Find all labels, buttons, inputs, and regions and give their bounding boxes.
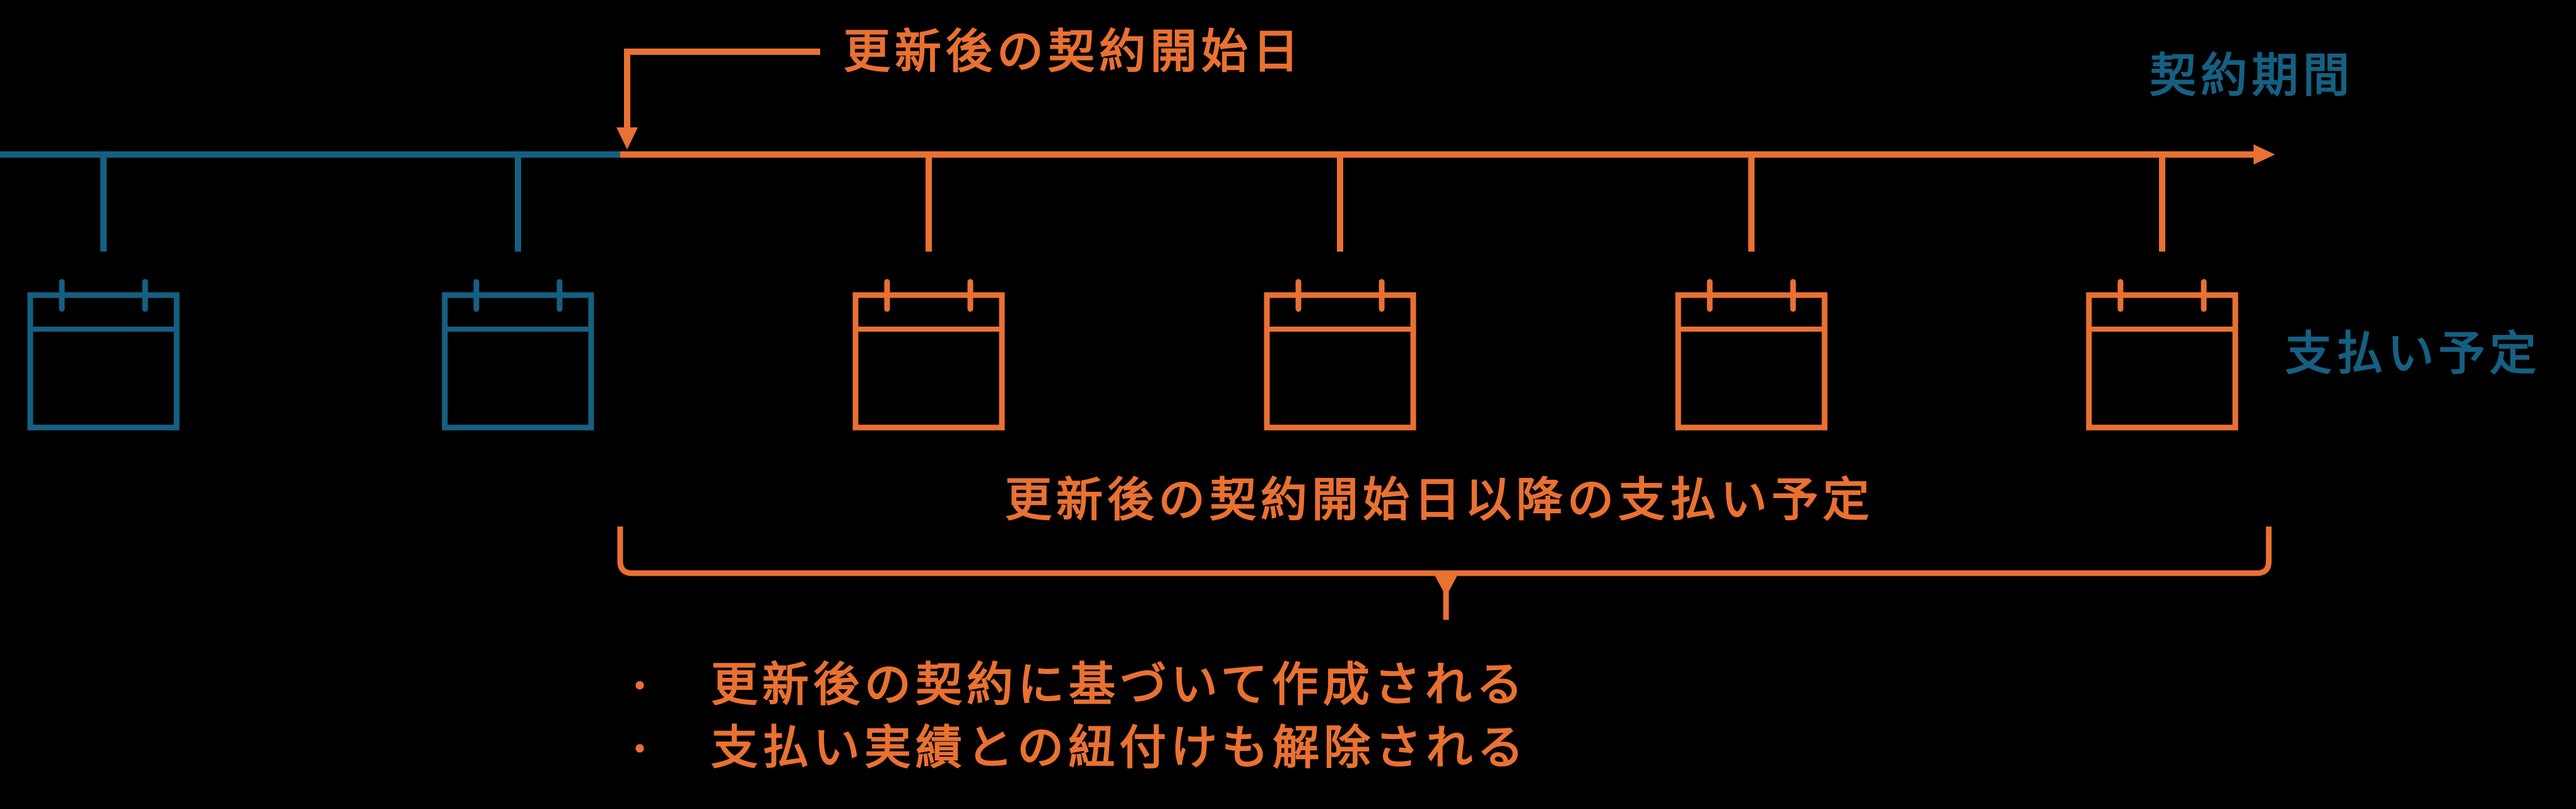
payment-ticks <box>100 158 2165 252</box>
calendar-icon <box>852 279 1005 431</box>
calendar-icon <box>442 279 594 431</box>
calendar-icon <box>1675 279 1828 431</box>
calendar-body <box>2086 292 2238 431</box>
post-renewal-payments-label: 更新後の契約開始日以降の支払い予定 <box>1005 474 1874 526</box>
calendar-body <box>852 292 1005 431</box>
calendar-body <box>442 292 594 431</box>
renewal-start-label: 更新後の契約開始日 <box>844 25 1303 78</box>
contract-period-label: 契約期間 <box>2150 49 2354 102</box>
calendar-icon <box>27 279 180 431</box>
timeline-arrowhead-icon <box>2254 144 2275 165</box>
calendar-body <box>1264 292 1416 431</box>
renewal-elbow-connector <box>624 49 820 129</box>
bullet-marker-icon: • <box>635 731 645 764</box>
range-brace <box>617 527 2272 576</box>
calendar-body <box>1675 292 1828 431</box>
bullet-item: • 支払い実績との紐付けも解除される <box>631 725 1528 771</box>
bullet-item: • 更新後の契約に基づいて作成される <box>631 661 1527 708</box>
bullet-text: 更新後の契約に基づいて作成される <box>711 658 1527 711</box>
renewal-down-arrowhead-icon <box>616 127 638 149</box>
bullet-text: 支払い実績との紐付けも解除される <box>711 721 1529 774</box>
range-brace-notch <box>1432 571 1460 597</box>
payment-calendars <box>27 279 2238 431</box>
calendar-body <box>27 292 180 431</box>
calendar-icon <box>1264 279 1416 431</box>
payment-schedule-label: 支払い予定 <box>2285 327 2541 380</box>
calendar-icon <box>2086 279 2238 431</box>
bullet-marker-icon: • <box>635 668 645 701</box>
